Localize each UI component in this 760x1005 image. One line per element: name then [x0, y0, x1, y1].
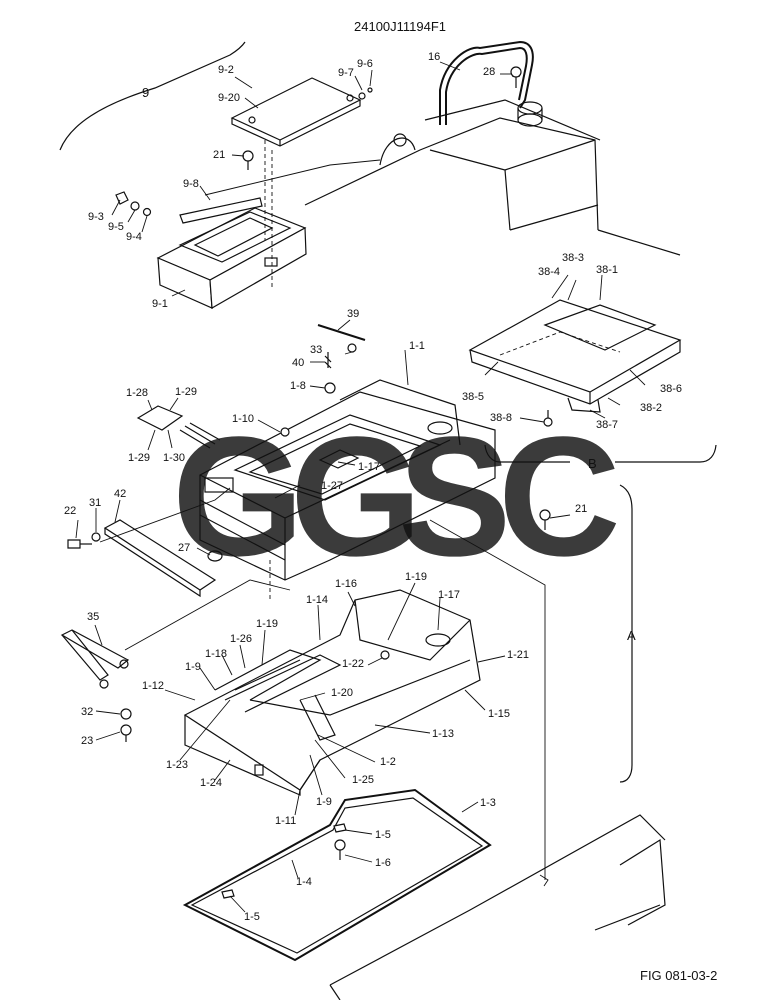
callout-1-13: 1-13 — [432, 728, 454, 740]
callout-1-22: 1-22 — [342, 658, 364, 670]
base-box-9-1 — [156, 197, 307, 309]
callout-1-9-upper: 1-9 — [185, 661, 201, 673]
callout-38-1: 38-1 — [596, 264, 618, 276]
alignment-lines — [99, 140, 549, 887]
callout-38-4: 38-4 — [538, 266, 560, 278]
callout-9-8: 9-8 — [183, 178, 199, 190]
group-label-a: A — [627, 628, 636, 643]
group-label-b: B — [588, 456, 597, 471]
gssc-watermark: G G S C — [172, 402, 621, 592]
figure-id: FIG 081-03-2 — [640, 968, 717, 983]
callout-38-7: 38-7 — [596, 419, 618, 431]
callout-9-20: 9-20 — [218, 92, 240, 104]
callout-27: 27 — [178, 542, 190, 554]
watermark-letter-4: C — [498, 402, 621, 592]
callout-9-1: 9-1 — [152, 298, 168, 310]
frame-1-11 — [183, 589, 481, 796]
callout-38-3: 38-3 — [562, 252, 584, 264]
callout-38-5: 38-5 — [462, 391, 484, 403]
callout-1-3: 1-3 — [480, 797, 496, 809]
callout-1-14: 1-14 — [306, 594, 328, 606]
callout-1-30: 1-30 — [163, 452, 185, 464]
callout-1-8: 1-8 — [290, 380, 306, 392]
callout-31: 31 — [89, 497, 101, 509]
callout-1-1: 1-1 — [409, 340, 425, 352]
callout-42: 42 — [114, 488, 126, 500]
callout-1-23: 1-23 — [166, 759, 188, 771]
callout-1-4: 1-4 — [296, 876, 312, 888]
callout-9-6: 9-6 — [357, 58, 373, 70]
callout-39: 39 — [347, 308, 359, 320]
callout-1-19-top: 1-19 — [405, 571, 427, 583]
watermark-letter-3: S — [398, 402, 511, 592]
callout-1-17-upper: 1-17 — [358, 461, 380, 473]
watermark-letter-1: G — [172, 402, 304, 592]
callout-9-5: 9-5 — [108, 221, 124, 233]
callout-28: 28 — [483, 66, 495, 78]
callout-35: 35 — [87, 611, 99, 623]
bracket-1-28 — [136, 405, 221, 449]
callout-1-17-lower: 1-17 — [438, 589, 460, 601]
callout-1-25: 1-25 — [352, 774, 374, 786]
callout-1-24: 1-24 — [200, 777, 222, 789]
machine-body-outline — [304, 99, 681, 1001]
callout-21-top: 21 — [213, 149, 225, 161]
main-cover-1-1 — [199, 379, 496, 581]
callout-38-8: 38-8 — [490, 412, 512, 424]
callout-1-5-lower: 1-5 — [244, 911, 260, 923]
callout-1-5-upper: 1-5 — [375, 829, 391, 841]
callout-1-15: 1-15 — [488, 708, 510, 720]
side-cover-38 — [468, 299, 682, 413]
callout-1-28: 1-28 — [126, 387, 148, 399]
callout-21-right: 21 — [575, 503, 587, 515]
callout-22: 22 — [64, 505, 76, 517]
callout-1-27: 1-27 — [321, 480, 343, 492]
callout-labels: 24100J11194F1 9 9-2 9-20 9-7 9-6 16 28 2… — [64, 19, 717, 983]
panel-42 — [103, 519, 217, 598]
callout-33: 33 — [310, 344, 322, 356]
callout-38-6: 38-6 — [660, 383, 682, 395]
callout-1-11: 1-11 — [275, 815, 296, 827]
callout-1-2: 1-2 — [380, 756, 396, 768]
callout-1-20: 1-20 — [331, 687, 353, 699]
callout-1-21: 1-21 — [507, 649, 529, 661]
callout-1-6: 1-6 — [375, 857, 391, 869]
callout-9-4: 9-4 — [126, 231, 142, 243]
drawing-number: 24100J11194F1 — [354, 19, 446, 34]
callout-23: 23 — [81, 735, 93, 747]
watermark-letter-2: G — [290, 402, 422, 592]
callout-1-12: 1-12 — [142, 680, 164, 692]
grab-handle — [439, 40, 534, 125]
callout-1-29-top: 1-29 — [175, 386, 197, 398]
leader-lines — [75, 61, 646, 913]
callout-1-10: 1-10 — [232, 413, 254, 425]
callout-1-18: 1-18 — [205, 648, 227, 660]
callout-1-29-bottom: 1-29 — [128, 452, 150, 464]
group-brackets — [59, 41, 717, 783]
callout-16: 16 — [428, 51, 440, 63]
callout-9-3: 9-3 — [88, 211, 104, 223]
cover-plate-9-2 — [230, 77, 362, 147]
callout-9-7: 9-7 — [338, 67, 354, 79]
callout-38-2: 38-2 — [640, 402, 662, 414]
callout-1-16: 1-16 — [335, 578, 357, 590]
callout-32: 32 — [81, 706, 93, 718]
callout-9-2: 9-2 — [218, 64, 234, 76]
bracket-35 — [60, 629, 130, 689]
callout-1-19-left: 1-19 — [256, 618, 278, 630]
callout-1-26: 1-26 — [230, 633, 252, 645]
callout-40: 40 — [292, 357, 304, 369]
group-label-9: 9 — [142, 85, 149, 100]
callout-1-9-lower: 1-9 — [316, 796, 332, 808]
gasket-1-3 — [182, 788, 492, 962]
